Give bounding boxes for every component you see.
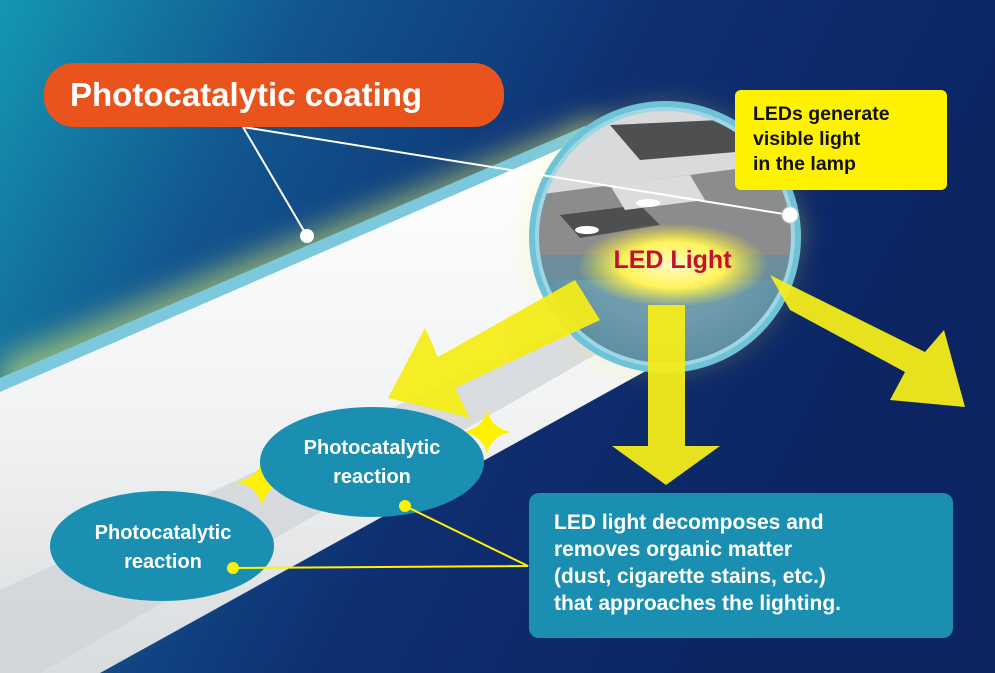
- reaction-bubble-2: [50, 491, 274, 601]
- reaction-label-1: Photocatalytic reaction: [263, 434, 481, 492]
- description-line: that approaches the lighting.: [554, 592, 842, 615]
- reaction-label-line: Photocatalytic: [303, 437, 441, 459]
- led-chip: [575, 226, 599, 234]
- led-light-glow: [578, 223, 768, 307]
- leds-label-line: LEDs generate: [753, 103, 890, 125]
- reaction-label-2: Photocatalytic reaction: [52, 519, 274, 577]
- photocatalytic-coating-label: Photocatalytic coating: [44, 63, 504, 127]
- leader-lines: [227, 126, 799, 574]
- leds-leader-line: [242, 126, 791, 216]
- description-box: LED light decomposes and removes organic…: [529, 493, 953, 638]
- reaction-label-line: reaction: [124, 551, 202, 573]
- description-line: (dust, cigarette stains, etc.): [554, 565, 826, 588]
- sparkle-icon: [236, 410, 511, 506]
- reaction-label-line: Photocatalytic: [94, 522, 232, 544]
- arrow-left: [388, 280, 600, 418]
- led-chip: [636, 199, 660, 207]
- led-light-label: LED Light: [613, 246, 732, 274]
- leds-label-line: in the lamp: [753, 153, 856, 175]
- reaction-bubble-1: [260, 407, 484, 517]
- leds-generate-label: LEDs generate visible light in the lamp: [735, 90, 947, 190]
- arrow-down: [612, 305, 720, 485]
- leds-label-line: visible light: [753, 128, 861, 150]
- description-line: removes organic matter: [554, 538, 793, 561]
- coating-leader-line: [242, 126, 308, 237]
- reaction-leader-line: [232, 505, 529, 569]
- light-arrows: [388, 275, 965, 485]
- arrow-right: [770, 275, 965, 407]
- description-line: LED light decomposes and: [554, 511, 824, 534]
- reaction-label-line: reaction: [333, 466, 411, 488]
